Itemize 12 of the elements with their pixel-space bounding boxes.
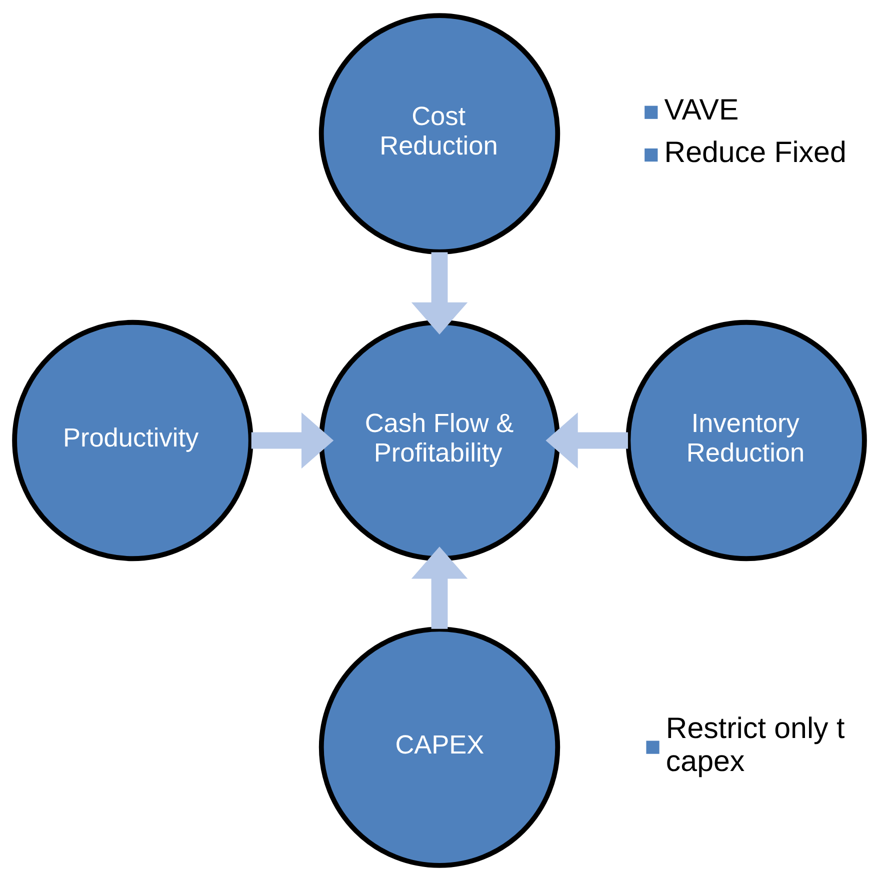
node-label: Restrict only t capex xyxy=(666,712,845,778)
arrow xyxy=(411,546,468,628)
node-circle: CAPEX xyxy=(318,626,560,868)
node-circle: Inventory Reduction xyxy=(626,319,867,561)
arrow xyxy=(251,412,334,468)
node-circle: Cash Flow & Profitability xyxy=(318,319,560,561)
node-label: Reduce Fixed xyxy=(664,136,846,169)
arrow xyxy=(411,252,468,334)
node-circle: Productivity xyxy=(12,319,254,561)
node-circle: Cost Reduction xyxy=(318,12,560,254)
arrow xyxy=(546,412,628,468)
node-label: VAVE xyxy=(664,93,739,126)
